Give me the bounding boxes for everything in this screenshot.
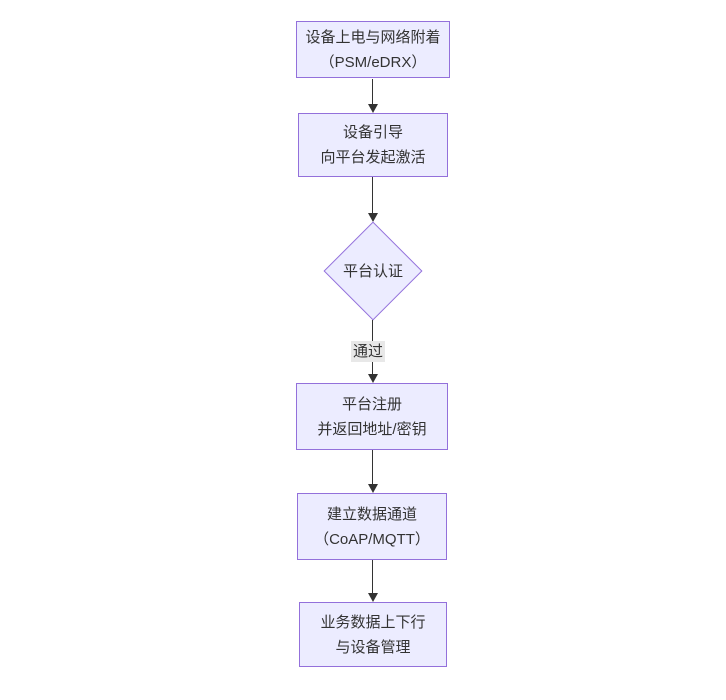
node-bootstrap: 设备引导 向平台发起激活 bbox=[298, 113, 448, 177]
arrowhead-icon bbox=[368, 213, 378, 222]
edge-label-pass: 通过 bbox=[351, 341, 386, 362]
node-label-line1: 建立数据通道 bbox=[326, 505, 417, 523]
node-label-line2: （CoAP/MQTT） bbox=[314, 530, 430, 548]
node-label-line2: 向平台发起激活 bbox=[320, 149, 426, 166]
arrowhead-icon bbox=[368, 593, 378, 602]
node-label-line1: 设备上电与网络附着 bbox=[305, 28, 441, 46]
node-label-line1: 平台认证 bbox=[342, 263, 403, 280]
node-data-channel: 建立数据通道 （CoAP/MQTT） bbox=[297, 493, 447, 560]
node-power-attach: 设备上电与网络附着 （PSM/eDRX） bbox=[296, 21, 450, 78]
arrowhead-icon bbox=[368, 374, 378, 383]
node-label-line1: 业务数据上下行 bbox=[320, 613, 426, 631]
edge-power-to-bootstrap bbox=[372, 79, 373, 104]
node-label-line1: 平台注册 bbox=[341, 395, 402, 413]
edge-register-to-channel bbox=[372, 450, 373, 484]
node-platform-register: 平台注册 并返回地址/密钥 bbox=[296, 383, 448, 450]
node-business-data: 业务数据上下行 与设备管理 bbox=[299, 602, 447, 667]
node-label-line1: 设备引导 bbox=[342, 124, 403, 141]
edge-bootstrap-to-auth bbox=[372, 177, 373, 213]
arrowhead-icon bbox=[368, 104, 378, 113]
node-label-line2: 与设备管理 bbox=[335, 638, 411, 656]
node-label-line2: 并返回地址/密钥 bbox=[317, 420, 427, 438]
arrowhead-icon bbox=[368, 484, 378, 493]
node-label-line2: （PSM/eDRX） bbox=[319, 53, 427, 71]
edge-channel-to-business bbox=[372, 560, 373, 593]
